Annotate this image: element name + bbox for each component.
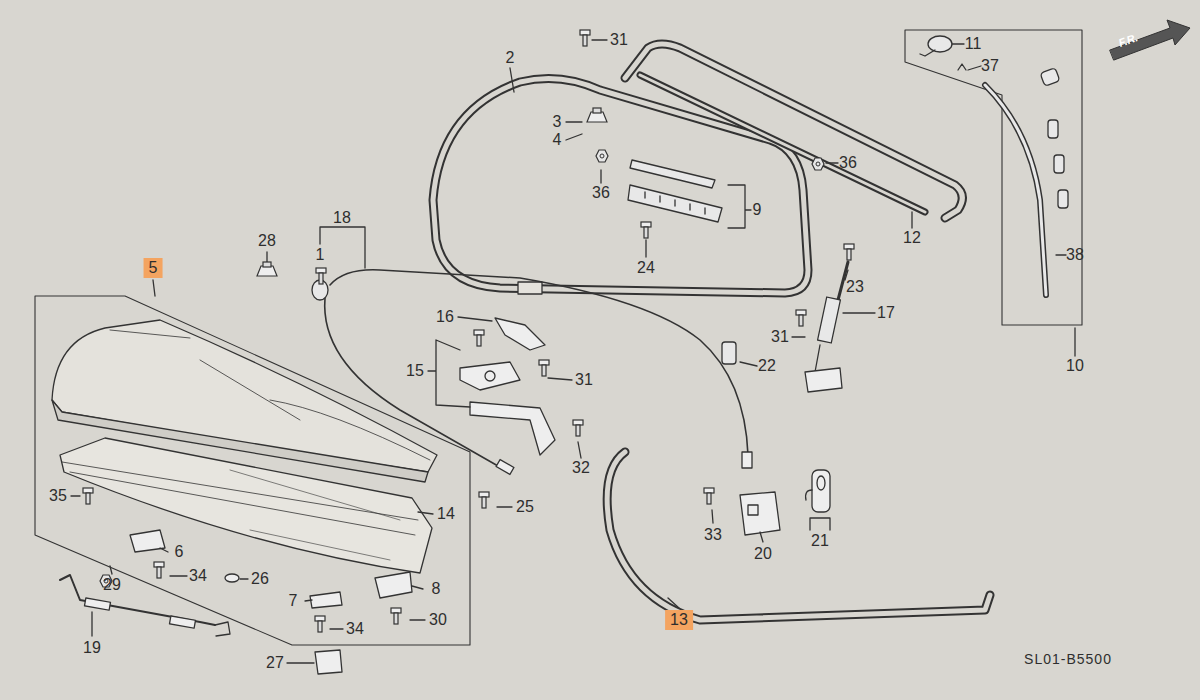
callout-number: 22 [758, 357, 776, 375]
callout-number: 14 [437, 505, 455, 523]
callout-number: 32 [572, 459, 590, 477]
callout-number: 17 [877, 304, 895, 322]
callout-number: 28 [258, 232, 276, 250]
callout-number: 31 [771, 328, 789, 346]
callout-number: 25 [516, 498, 534, 516]
callout-number: 19 [83, 639, 101, 657]
callout-number: 31 [575, 371, 593, 389]
callout-number: 7 [289, 592, 298, 610]
callout-number: 34 [189, 567, 207, 585]
callout-number: 20 [754, 545, 772, 563]
callout-number: 34 [346, 620, 364, 638]
callout-number: 9 [753, 201, 762, 219]
diagram-code: SL01-B5500 [1024, 650, 1112, 668]
callout-number: 21 [811, 532, 829, 550]
callout-number: 23 [846, 278, 864, 296]
callout-number: 1 [316, 246, 325, 264]
callout-number: 10 [1066, 357, 1084, 375]
callout-number: 2 [506, 49, 515, 67]
callout-number: 6 [175, 543, 184, 561]
callout-number: 37 [981, 57, 999, 75]
callout-number: 11 [965, 35, 982, 53]
callout-number: 16 [436, 308, 454, 326]
callout-number: 8 [432, 580, 441, 598]
highlighted-callout: 5 [144, 258, 163, 278]
callout-number: 18 [333, 209, 351, 227]
callout-number: 35 [49, 487, 67, 505]
callout-number: 29 [103, 576, 121, 594]
callout-number: 26 [251, 570, 269, 588]
callout-number: 33 [704, 526, 722, 544]
callout-number: 31 [610, 31, 628, 49]
callout-number: 24 [637, 259, 655, 277]
callout-number: 12 [903, 229, 921, 247]
callout-number: 38 [1066, 246, 1084, 264]
callout-number: 15 [406, 362, 424, 380]
callout-number: 27 [266, 654, 284, 672]
callout-number: 30 [429, 611, 447, 629]
callout-number: 36 [592, 184, 610, 202]
callout-number: 3 [553, 113, 562, 131]
callout-number: 4 [553, 131, 562, 149]
highlighted-callout: 13 [665, 610, 693, 630]
callout-number: 36 [839, 154, 857, 172]
direction-mark: F.R. [1116, 28, 1141, 52]
